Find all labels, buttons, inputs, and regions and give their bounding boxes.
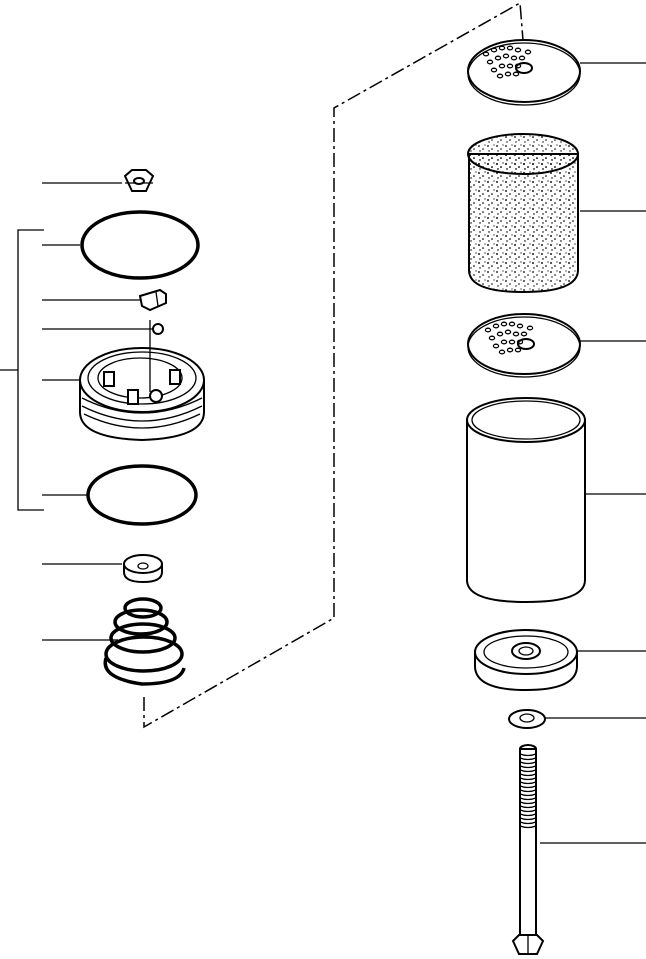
o-ring-lower — [86, 464, 198, 526]
plate-hole — [498, 63, 506, 69]
bolt-thread — [519, 809, 537, 813]
bolt-thread — [519, 793, 537, 797]
bolt-thread — [519, 777, 537, 781]
retaining-clip — [138, 288, 167, 312]
plate-hole — [514, 347, 522, 353]
plate-hole — [498, 45, 506, 51]
bolt-thread — [519, 757, 537, 761]
bolt-thread — [519, 817, 537, 821]
plate-hole — [520, 331, 528, 337]
bolt-thread — [519, 785, 537, 789]
bolt-thread — [519, 797, 537, 801]
plate-hole — [488, 335, 496, 341]
check-ball — [152, 323, 164, 335]
bolt-thread — [519, 805, 537, 809]
plate-hole — [490, 47, 498, 53]
plate-hole — [512, 331, 520, 337]
plate-hole — [484, 327, 492, 333]
bolt-thread — [519, 753, 537, 757]
filter-element — [467, 133, 579, 294]
bolt-thread — [519, 769, 537, 773]
plate-hole — [508, 321, 516, 327]
plate-hole — [500, 321, 508, 327]
plate-hole — [492, 323, 500, 329]
hex-nut — [123, 169, 155, 192]
center-bolt — [511, 744, 545, 955]
plate-hole — [518, 55, 526, 61]
plate-hole — [506, 45, 514, 51]
alignment-line — [143, 1, 526, 729]
plate-hole — [486, 59, 494, 65]
valve-seat — [123, 554, 163, 584]
group-bracket — [17, 229, 44, 511]
bolt-thread — [519, 825, 537, 829]
filter-canister — [466, 397, 586, 604]
left-leaders — [0, 182, 152, 641]
plate-hole — [506, 347, 514, 353]
perforated-plate-upper — [467, 39, 581, 106]
plate-hole — [492, 343, 500, 349]
plate-hole — [516, 323, 524, 329]
bolt-thread — [519, 761, 537, 765]
plate-hole — [514, 63, 522, 69]
bolt-thread — [519, 781, 537, 785]
plate-hole — [504, 71, 512, 77]
plate-hole — [506, 63, 514, 69]
plate-hole — [512, 71, 520, 77]
bolt-thread — [519, 773, 537, 777]
plate-hole — [490, 67, 498, 73]
plate-hole — [516, 339, 524, 345]
washer — [508, 709, 546, 729]
plate-hole — [482, 51, 490, 57]
plate-hole — [510, 55, 518, 61]
bolt-thread — [519, 821, 537, 825]
plate-hole — [524, 49, 532, 55]
plate-hole — [504, 329, 512, 335]
plate-hole — [500, 339, 508, 345]
valve-body — [79, 320, 205, 442]
plate-hole — [498, 349, 506, 355]
plate-hole — [494, 55, 502, 61]
o-ring-upper — [80, 210, 200, 280]
bolt-thread — [519, 813, 537, 817]
bolt-thread — [519, 789, 537, 793]
plate-hole — [508, 339, 516, 345]
plate-hole — [526, 325, 534, 331]
plate-hole — [502, 53, 510, 59]
base-cup — [474, 629, 578, 692]
bolt-thread — [519, 801, 537, 805]
right-leaders — [540, 62, 646, 844]
plate-hole — [496, 73, 504, 79]
plate-hole — [514, 47, 522, 53]
plate-hole — [496, 331, 504, 337]
bolt-thread — [519, 765, 537, 769]
conical-spring — [103, 597, 186, 686]
perforated-plate-lower — [467, 313, 581, 378]
